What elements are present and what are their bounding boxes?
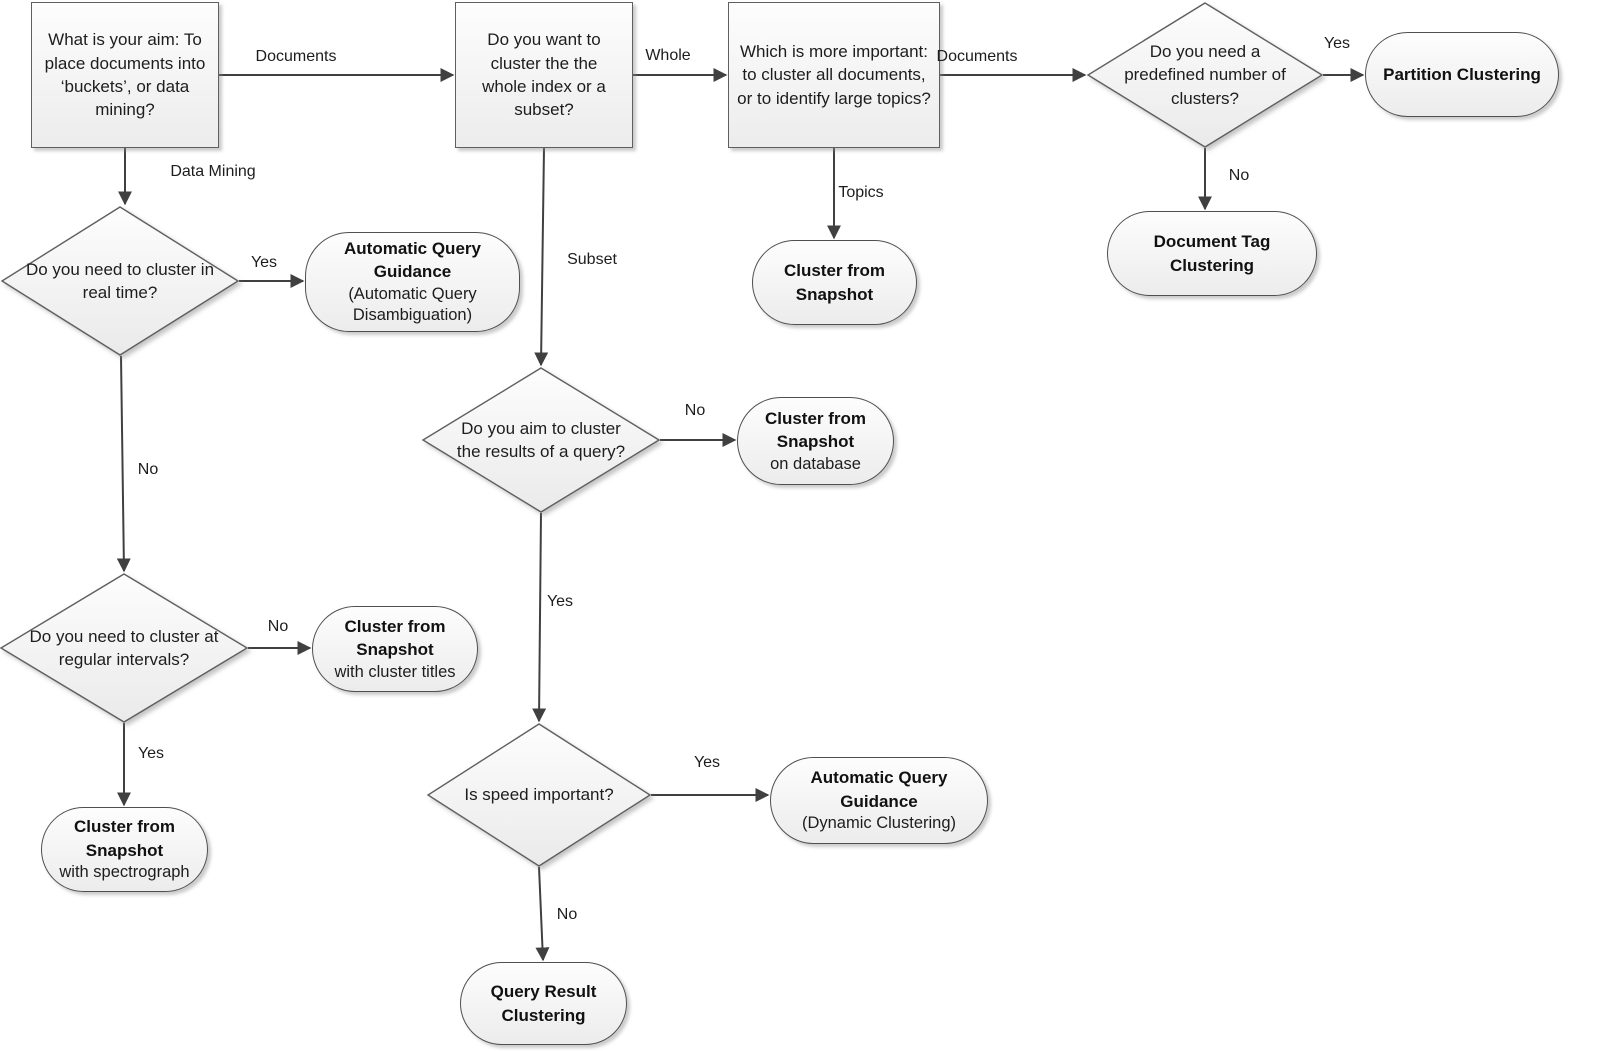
result-query-result-clustering-title: Query Result Clustering — [490, 982, 597, 1025]
result-aqg-dynamic-title: Automatic Query Guidance — [810, 768, 948, 811]
edge-label-documents-whole: Documents — [255, 48, 337, 65]
edge-subset — [534, 147, 549, 367]
diamond-shape — [0, 206, 240, 356]
edge-label-no-cluster-titles: No — [267, 618, 289, 635]
edge-no-intervals — [116, 355, 131, 573]
result-partition-clustering-title: Partition Clustering — [1383, 64, 1541, 84]
edge-label-documents-predefined: Documents — [936, 48, 1018, 65]
question-importance-text: Which is more important: to cluster all … — [737, 41, 931, 108]
result-aqg-disambiguation-subtitle: (Automatic Query Disambiguation) — [348, 284, 477, 325]
decision-predefined-clusters: Do you need a predefined number of clust… — [1086, 2, 1324, 148]
result-aqg-dynamic: Automatic Query Guidance (Dynamic Cluste… — [770, 757, 988, 844]
edge-label-no-intervals: No — [137, 461, 159, 478]
decision-query-results-text: Do you aim to cluster the results of a q… — [456, 418, 626, 461]
question-whole-or-subset-text: Do you want to cluster the the whole ind… — [482, 30, 606, 120]
result-cluster-snapshot-spectrograph-subtitle: with spectrograph — [59, 863, 190, 882]
question-importance-box: Which is more important: to cluster all … — [728, 2, 940, 148]
decision-realtime: Do you need to cluster in real time? — [0, 206, 240, 356]
decision-query-results: Do you aim to cluster the results of a q… — [421, 367, 661, 513]
diamond-shape — [1086, 2, 1324, 148]
question-whole-or-subset-box: Do you want to cluster the the whole ind… — [455, 2, 633, 148]
result-cluster-snapshot-database-subtitle: on database — [770, 454, 861, 473]
result-document-tag-clustering-title: Document Tag Clustering — [1153, 232, 1271, 275]
result-aqg-dynamic-subtitle: (Dynamic Clustering) — [801, 814, 957, 833]
result-aqg-disambiguation: Automatic Query Guidance (Automatic Quer… — [305, 232, 520, 332]
edge-label-whole: Whole — [645, 47, 691, 64]
edge-yes-speed — [532, 512, 547, 723]
edge-label-subset: Subset — [567, 251, 617, 268]
decision-predefined-clusters-text: Do you need a predefined number of clust… — [1124, 41, 1286, 108]
edge-no-query-result — [535, 866, 550, 962]
decision-intervals-text: Do you need to cluster at regular interv… — [29, 626, 219, 669]
decision-speed-text: Is speed important? — [464, 785, 614, 805]
diamond-shape — [426, 723, 652, 867]
result-cluster-snapshot-spectrograph-title: Cluster from Snapshot — [73, 817, 176, 860]
result-cluster-from-snapshot-title: Cluster from Snapshot — [783, 261, 886, 304]
edge-label-yes-aqg-disambiguation: Yes — [250, 254, 278, 271]
result-document-tag-clustering: Document Tag Clustering — [1107, 211, 1317, 296]
decision-intervals: Do you need to cluster at regular interv… — [0, 573, 249, 723]
result-partition-clustering: Partition Clustering — [1365, 32, 1559, 117]
edge-label-no-on-database: No — [684, 402, 706, 419]
edge-label-yes-speed: Yes — [546, 593, 574, 610]
diamond-shape — [421, 367, 661, 513]
result-cluster-snapshot-titles-title: Cluster from Snapshot — [344, 616, 446, 660]
result-cluster-snapshot-spectrograph: Cluster from Snapshot with spectrograph — [41, 807, 208, 892]
diamond-shape — [0, 573, 249, 723]
decision-speed: Is speed important? — [426, 723, 652, 867]
edge-label-yes-partition: Yes — [1323, 35, 1351, 52]
edge-label-data-mining: Data Mining — [170, 163, 256, 180]
result-cluster-snapshot-titles: Cluster from Snapshot with cluster title… — [312, 606, 478, 692]
result-cluster-snapshot-database: Cluster from Snapshot on database — [737, 397, 894, 485]
edge-label-yes-aqg-dynamic: Yes — [693, 754, 721, 771]
result-cluster-from-snapshot: Cluster from Snapshot — [752, 240, 917, 325]
question-aim-box: What is your aim: To place documents int… — [31, 2, 219, 148]
decision-realtime-text: Do you need to cluster in real time? — [25, 259, 215, 302]
result-query-result-clustering: Query Result Clustering — [460, 962, 627, 1045]
edge-label-topics: Topics — [838, 184, 884, 201]
edge-label-no-doc-tag: No — [1228, 167, 1250, 184]
question-aim-text: What is your aim: To place documents int… — [44, 30, 206, 120]
result-cluster-snapshot-titles-subtitle: with cluster titles — [334, 662, 456, 681]
edge-label-no-query-result: No — [556, 906, 578, 923]
result-cluster-snapshot-database-title: Cluster from Snapshot — [764, 408, 867, 452]
edge-label-yes-spectrograph: Yes — [137, 745, 165, 762]
result-aqg-disambiguation-title: Automatic Query Guidance — [344, 238, 481, 282]
